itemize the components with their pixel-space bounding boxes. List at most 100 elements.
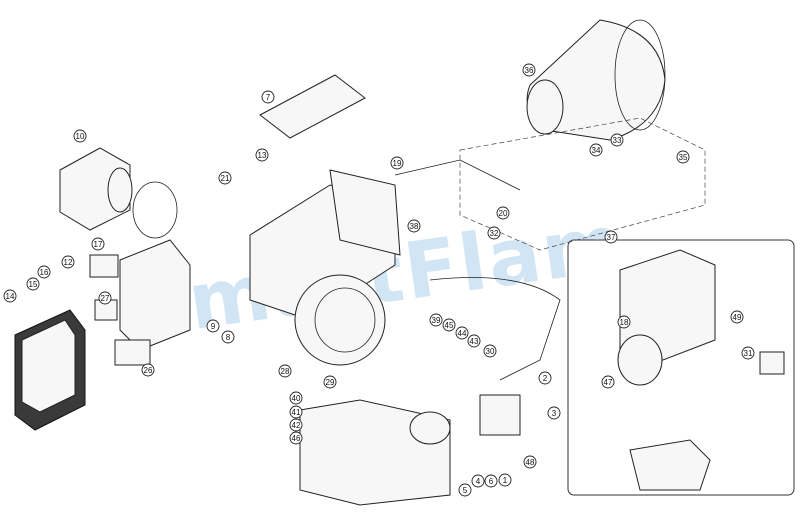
callout-5: 5 [458, 483, 472, 497]
callout-circle [601, 375, 615, 389]
callout-circle [407, 219, 421, 233]
callout-label: 31 [744, 349, 753, 358]
callout-49: 49 [730, 310, 744, 324]
callout-label: 8 [226, 333, 231, 342]
callout-circle [538, 371, 552, 385]
callout-20: 20 [496, 206, 510, 220]
callout-label: 5 [463, 486, 468, 495]
callout-circle [741, 346, 755, 360]
pump-base [299, 394, 521, 506]
callout-27: 27 [98, 291, 112, 305]
callout-41: 41 [289, 405, 303, 419]
callout-16: 16 [37, 265, 51, 279]
callout-36: 36 [522, 63, 536, 77]
control-board [89, 239, 191, 366]
callout-38: 38 [407, 219, 421, 233]
cover-plate [259, 74, 366, 139]
callout-label: 27 [101, 294, 110, 303]
callout-label: 1 [503, 476, 508, 485]
callout-3: 3 [547, 406, 561, 420]
callout-label: 13 [258, 151, 267, 160]
callout-label: 48 [526, 458, 535, 467]
callout-46: 46 [289, 431, 303, 445]
callout-circle [206, 319, 220, 333]
callout-33: 33 [610, 133, 624, 147]
callout-layer: 1234567891012131415161718192021262728293… [3, 63, 755, 497]
callout-35: 35 [676, 150, 690, 164]
callout-label: 29 [326, 378, 335, 387]
callout-circle [390, 156, 404, 170]
callout-label: 46 [292, 434, 301, 443]
callout-circle [471, 474, 485, 488]
callout-circle [261, 90, 275, 104]
callout-circle [467, 334, 481, 348]
callout-14: 14 [3, 289, 17, 303]
callout-circle [487, 226, 501, 240]
callout-label: 17 [94, 240, 103, 249]
callout-circle [255, 148, 269, 162]
callout-circle [547, 406, 561, 420]
callout-circle [3, 289, 17, 303]
callout-4: 4 [471, 474, 485, 488]
callout-26: 26 [141, 363, 155, 377]
callout-circle [323, 375, 337, 389]
blast-tube [526, 19, 666, 141]
callout-10: 10 [73, 129, 87, 143]
callout-label: 38 [410, 222, 419, 231]
callout-circle [289, 431, 303, 445]
callout-39: 39 [429, 313, 443, 327]
callout-label: 6 [489, 477, 494, 486]
callout-12: 12 [61, 255, 75, 269]
callout-29: 29 [323, 375, 337, 389]
callout-circle [498, 473, 512, 487]
callout-label: 7 [266, 93, 271, 102]
callout-circle [483, 344, 497, 358]
callout-circle [429, 313, 443, 327]
callout-label: 9 [211, 322, 216, 331]
callout-9: 9 [206, 319, 220, 333]
front-cover [14, 309, 86, 431]
pipe-line [429, 277, 561, 381]
callout-label: 2 [543, 374, 548, 383]
callout-45: 45 [442, 318, 456, 332]
callout-circle [289, 405, 303, 419]
callout-label: 16 [40, 268, 49, 277]
callout-label: 33 [613, 136, 622, 145]
callout-circle [484, 474, 498, 488]
burner-housing [249, 169, 401, 366]
callout-circle [610, 133, 624, 147]
callout-label: 18 [620, 318, 629, 327]
callout-circle [589, 143, 603, 157]
callout-label: 42 [292, 421, 301, 430]
callout-circle [73, 129, 87, 143]
callout-label: 47 [604, 378, 613, 387]
callout-label: 34 [592, 146, 601, 155]
callout-circle [26, 277, 40, 291]
callout-43: 43 [467, 334, 481, 348]
callout-37: 37 [604, 230, 618, 244]
callout-circle [522, 63, 536, 77]
callout-1: 1 [498, 473, 512, 487]
callout-label: 30 [486, 347, 495, 356]
callout-label: 41 [292, 408, 301, 417]
callout-15: 15 [26, 277, 40, 291]
callout-label: 26 [144, 366, 153, 375]
callout-circle [523, 455, 537, 469]
callout-circle [37, 265, 51, 279]
callout-8: 8 [221, 330, 235, 344]
callout-13: 13 [255, 148, 269, 162]
callout-label: 28 [281, 367, 290, 376]
callout-label: 10 [76, 132, 85, 141]
electrode-line [394, 159, 521, 191]
callout-circle [278, 364, 292, 378]
callout-6: 6 [484, 474, 498, 488]
callout-label: 36 [525, 66, 534, 75]
callout-circle [141, 363, 155, 377]
callout-circle [61, 255, 75, 269]
callout-21: 21 [218, 171, 232, 185]
callout-circle [676, 150, 690, 164]
callout-label: 39 [432, 316, 441, 325]
callout-label: 3 [552, 409, 557, 418]
callout-circle [730, 310, 744, 324]
